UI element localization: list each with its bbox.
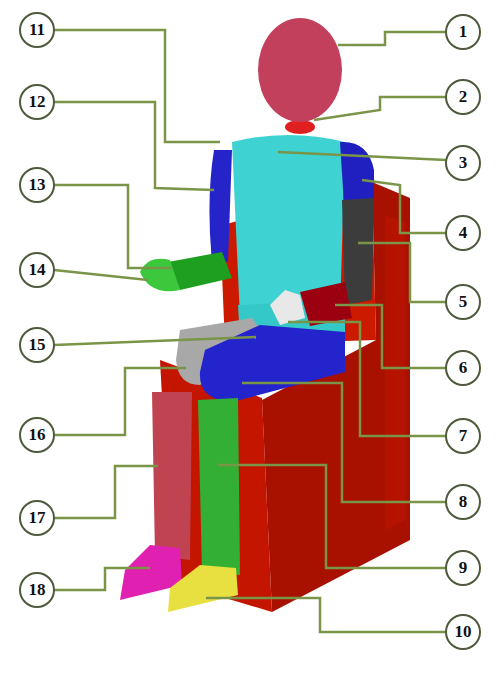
callout-number: 17	[19, 500, 55, 536]
callout-number: 16	[19, 417, 55, 453]
callout-number: 14	[19, 252, 55, 288]
callout-number: 18	[19, 572, 55, 608]
callout-number: 5	[445, 284, 481, 320]
neck	[285, 120, 315, 134]
callout-number: 10	[445, 614, 481, 650]
callout-number: 1	[445, 14, 481, 50]
callout-number: 12	[19, 84, 55, 120]
foot-left	[168, 565, 238, 612]
lower-arm-grey	[342, 198, 374, 305]
callout-number: 2	[445, 79, 481, 115]
callout-number: 11	[19, 12, 55, 48]
callout-number: 4	[445, 215, 481, 251]
upper-arm-right	[209, 150, 232, 262]
hand-left	[270, 290, 305, 325]
callout-number: 7	[445, 418, 481, 454]
hand-right	[140, 259, 180, 291]
leg-right	[152, 392, 192, 560]
head	[258, 18, 342, 122]
chair-panel	[385, 215, 405, 530]
thigh-left	[200, 325, 345, 402]
callout-number: 15	[19, 327, 55, 363]
callout-number: 9	[445, 550, 481, 586]
callout-number: 3	[445, 145, 481, 181]
leg-left	[198, 398, 240, 575]
callout-number: 6	[445, 350, 481, 386]
callout-number: 8	[445, 484, 481, 520]
leader-lines	[54, 30, 446, 632]
callout-number: 13	[19, 167, 55, 203]
upper-arm-left	[340, 142, 374, 205]
